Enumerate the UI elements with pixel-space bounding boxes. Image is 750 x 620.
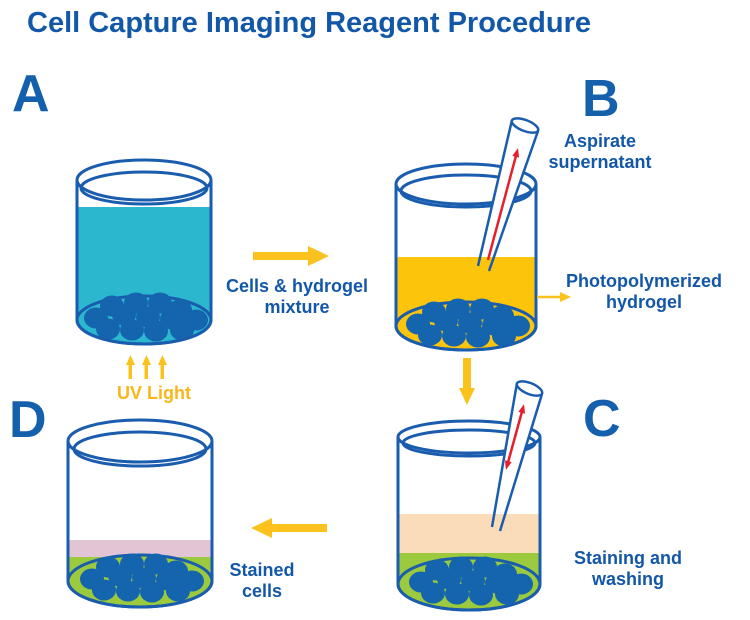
- well-a: [75, 158, 213, 346]
- aspirate-arrow-icon: [486, 148, 520, 261]
- label-cells-hydrogel-mixture: Cells & hydrogel mixture: [197, 276, 397, 318]
- label-line: hydrogel: [605, 292, 682, 313]
- label-line: Aspirate: [563, 131, 637, 151]
- well-b: [394, 162, 538, 352]
- panel-letter-a: A: [12, 65, 50, 123]
- pipette-c-icon: [490, 380, 544, 532]
- arrow-c-to-d-icon: [251, 518, 327, 538]
- well-d: [66, 418, 214, 609]
- arrow-b-to-c-icon: [459, 358, 475, 405]
- panel-letter-d: D: [9, 391, 47, 449]
- label-line: Stained: [229, 560, 295, 580]
- label-line: Photopolymerized: [565, 271, 722, 291]
- uv-light-arrows-icon: [126, 355, 167, 379]
- label-line: Staining and: [574, 548, 682, 568]
- label-aspirate-supernatant: Aspirate supernatant: [500, 131, 700, 173]
- label-line: washing: [591, 569, 664, 590]
- well-c: [396, 419, 542, 612]
- label-line: supernatant: [548, 152, 652, 173]
- label-line: cells: [241, 581, 283, 602]
- label-uv-light: UV Light: [117, 383, 191, 403]
- page-title: Cell Capture Imaging Reagent Procedure: [27, 7, 592, 39]
- label-photopolymerized-hydrogel: Photopolymerized hydrogel: [544, 271, 744, 313]
- label-line: mixture: [264, 297, 330, 318]
- label-line: Cells & hydrogel: [225, 276, 369, 296]
- panel-letter-c: C: [583, 390, 621, 448]
- arrow-a-to-b-icon: [253, 246, 329, 266]
- label-staining-washing: Staining and washing: [528, 548, 728, 590]
- label-stained-cells: Stained cells: [162, 560, 362, 602]
- pipette-b-icon: [476, 117, 540, 272]
- panel-letter-b: B: [582, 70, 620, 128]
- mix-arrow-icon: [504, 404, 526, 470]
- hydrogel-pointer-icon: [537, 292, 571, 302]
